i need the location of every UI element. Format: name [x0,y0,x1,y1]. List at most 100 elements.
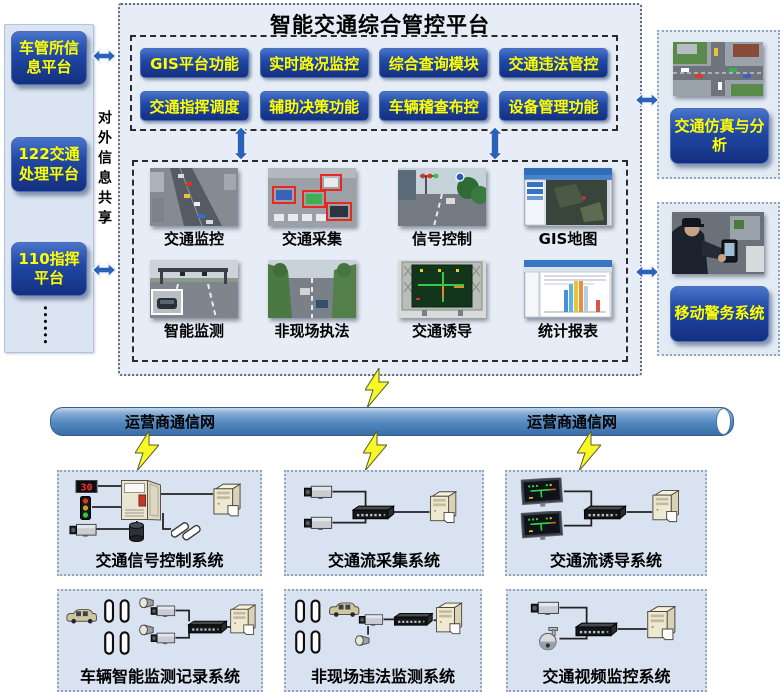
loop-coil-icon [119,631,130,655]
box-camera-icon [530,601,559,616]
loop-cards-icon [170,519,201,543]
carrier-network-label: 运营商通信网 [124,413,215,431]
vehicle-monitoring-diagram [66,597,256,655]
traffic-simulation-photo [673,42,763,96]
lightning-bolt-icon [577,431,601,471]
app-signal-control: 信号控制 [390,168,494,249]
app-traffic-monitoring: 交通监控 [142,168,246,249]
vertical-double-arrow-icon [486,125,504,162]
gis-map-screenshot [524,168,612,226]
system-label: 交通信号控制系统 [95,551,224,570]
gantry-monitor-photo [150,260,238,318]
func-decision-support-button[interactable]: 辅助决策功能 [259,91,369,121]
lightning-bolt-icon [363,431,387,471]
network-switch-icon [352,505,395,520]
vms-board-icon [520,477,564,508]
func-realtime-road-button[interactable]: 实时路况监控 [259,48,369,78]
func-command-dispatch-button[interactable]: 交通指挥调度 [140,91,249,121]
applications-box: 交通监控 交通采集 [132,160,628,362]
external-info-sharing-label: 对外信息共享 [96,110,112,230]
server-icon [212,483,241,517]
video-surveillance-diagram [530,601,675,651]
app-label: GIS地图 [538,230,598,248]
network-switch-icon [188,620,227,634]
server-icon [435,602,463,635]
func-gis-platform-button[interactable]: GIS平台功能 [140,48,249,78]
network-switch-icon [394,613,433,626]
pipe-end-cap [716,408,731,435]
server-icon [652,490,679,523]
app-label: 交通诱导 [411,322,472,340]
loop-coil-icon [295,630,306,654]
statistics-report-screenshot [524,260,612,318]
system-label: 交通流采集系统 [327,551,440,570]
lightning-bolt-icon [135,431,159,471]
app-traffic-capture: 交通采集 [260,168,364,249]
signal-street-photo [398,168,486,226]
platform-box: 智能交通综合管控平台 GIS平台功能 实时路况监控 综合查询模块 交通违法管控 … [118,3,642,376]
app-label: 智能监测 [163,322,224,340]
loop-coil-icon [310,599,321,623]
server-icon [430,491,457,523]
system-flow-collection: 交通流采集系统 [284,470,484,576]
vms-guidance-photo [398,260,486,318]
system-label: 非现场违法监测系统 [310,667,455,686]
func-violation-control-button[interactable]: 交通违法管控 [498,48,608,78]
vehicle-admin-platform-button[interactable]: 车管所信息平台 [11,31,87,85]
camera-icon [150,605,176,618]
camera-icon [150,632,176,645]
app-label: 交通采集 [281,230,342,248]
mobile-police-button[interactable]: 移动警务系统 [670,286,769,342]
loop-coil-icon [104,631,115,655]
aerial-traffic-photo [150,168,238,226]
vms-board-icon [520,510,564,541]
loop-coil-icon [310,630,321,654]
mobile-police-panel: 移动警务系统 [657,202,780,356]
right-top-arrow-icon [635,92,659,108]
system-signal-control: 交通信号控制系统 [57,470,262,576]
system-flow-guidance: 交通流诱导系统 [505,470,707,576]
traffic-simulation-button[interactable]: 交通仿真与分析 [670,108,769,164]
app-offsite-enforcement: 非现场执法 [260,260,364,341]
app-label: 信号控制 [411,230,472,248]
system-label: 车辆智能监测记录系统 [79,667,240,686]
carrier-network-label: 运营商通信网 [526,413,617,431]
vehicle-detection-photo [268,168,356,226]
loop-coil-icon [119,599,130,623]
car-icon [329,602,360,618]
app-gis-map: GIS地图 [516,168,620,249]
traffic-light-icon [79,496,91,520]
command-110-platform-button[interactable]: 110指挥平台 [11,242,87,296]
flash-lamp-icon [355,635,370,646]
flash-lamp-icon [139,597,154,609]
system-label: 交通视频监控系统 [542,667,671,686]
left-bottom-arrow-icon [92,262,116,278]
flow-collection-diagram [304,485,457,531]
street-enforcement-photo [268,260,356,318]
flow-guidance-diagram [520,477,679,541]
traffic-122-platform-button[interactable]: 122交通处理平台 [11,137,87,192]
camera-icon [358,614,384,627]
loop-coil-icon [104,599,115,623]
app-label: 非现场执法 [274,322,350,340]
app-traffic-guidance: 交通诱导 [390,260,494,341]
app-label: 交通监控 [163,230,224,248]
car-icon [66,609,97,625]
func-device-management-button[interactable]: 设备管理功能 [498,91,608,121]
system-video-surveillance: 交通视频监控系统 [506,589,707,692]
ellipsis-dots: •••••• [39,305,49,346]
system-violation-monitoring: 非现场违法监测系统 [284,589,482,692]
func-query-module-button[interactable]: 综合查询模块 [379,48,489,78]
detector-cylinder-icon [128,522,144,542]
loop-coil-icon [295,599,306,623]
network-switch-icon [583,505,627,520]
left-top-arrow-icon [92,48,116,64]
network-switch-icon [574,622,617,637]
simulation-panel: 交通仿真与分析 [657,30,780,179]
flash-lamp-icon [139,624,154,636]
app-statistics-report: 统计报表 [516,260,620,341]
functions-box: GIS平台功能 实时路况监控 综合查询模块 交通违法管控 交通指挥调度 辅助决策… [130,35,618,131]
vertical-double-arrow-icon [232,125,250,162]
func-vehicle-inspection-button[interactable]: 车辆稽查布控 [379,91,489,121]
app-smart-detection: 智能监测 [142,260,246,341]
